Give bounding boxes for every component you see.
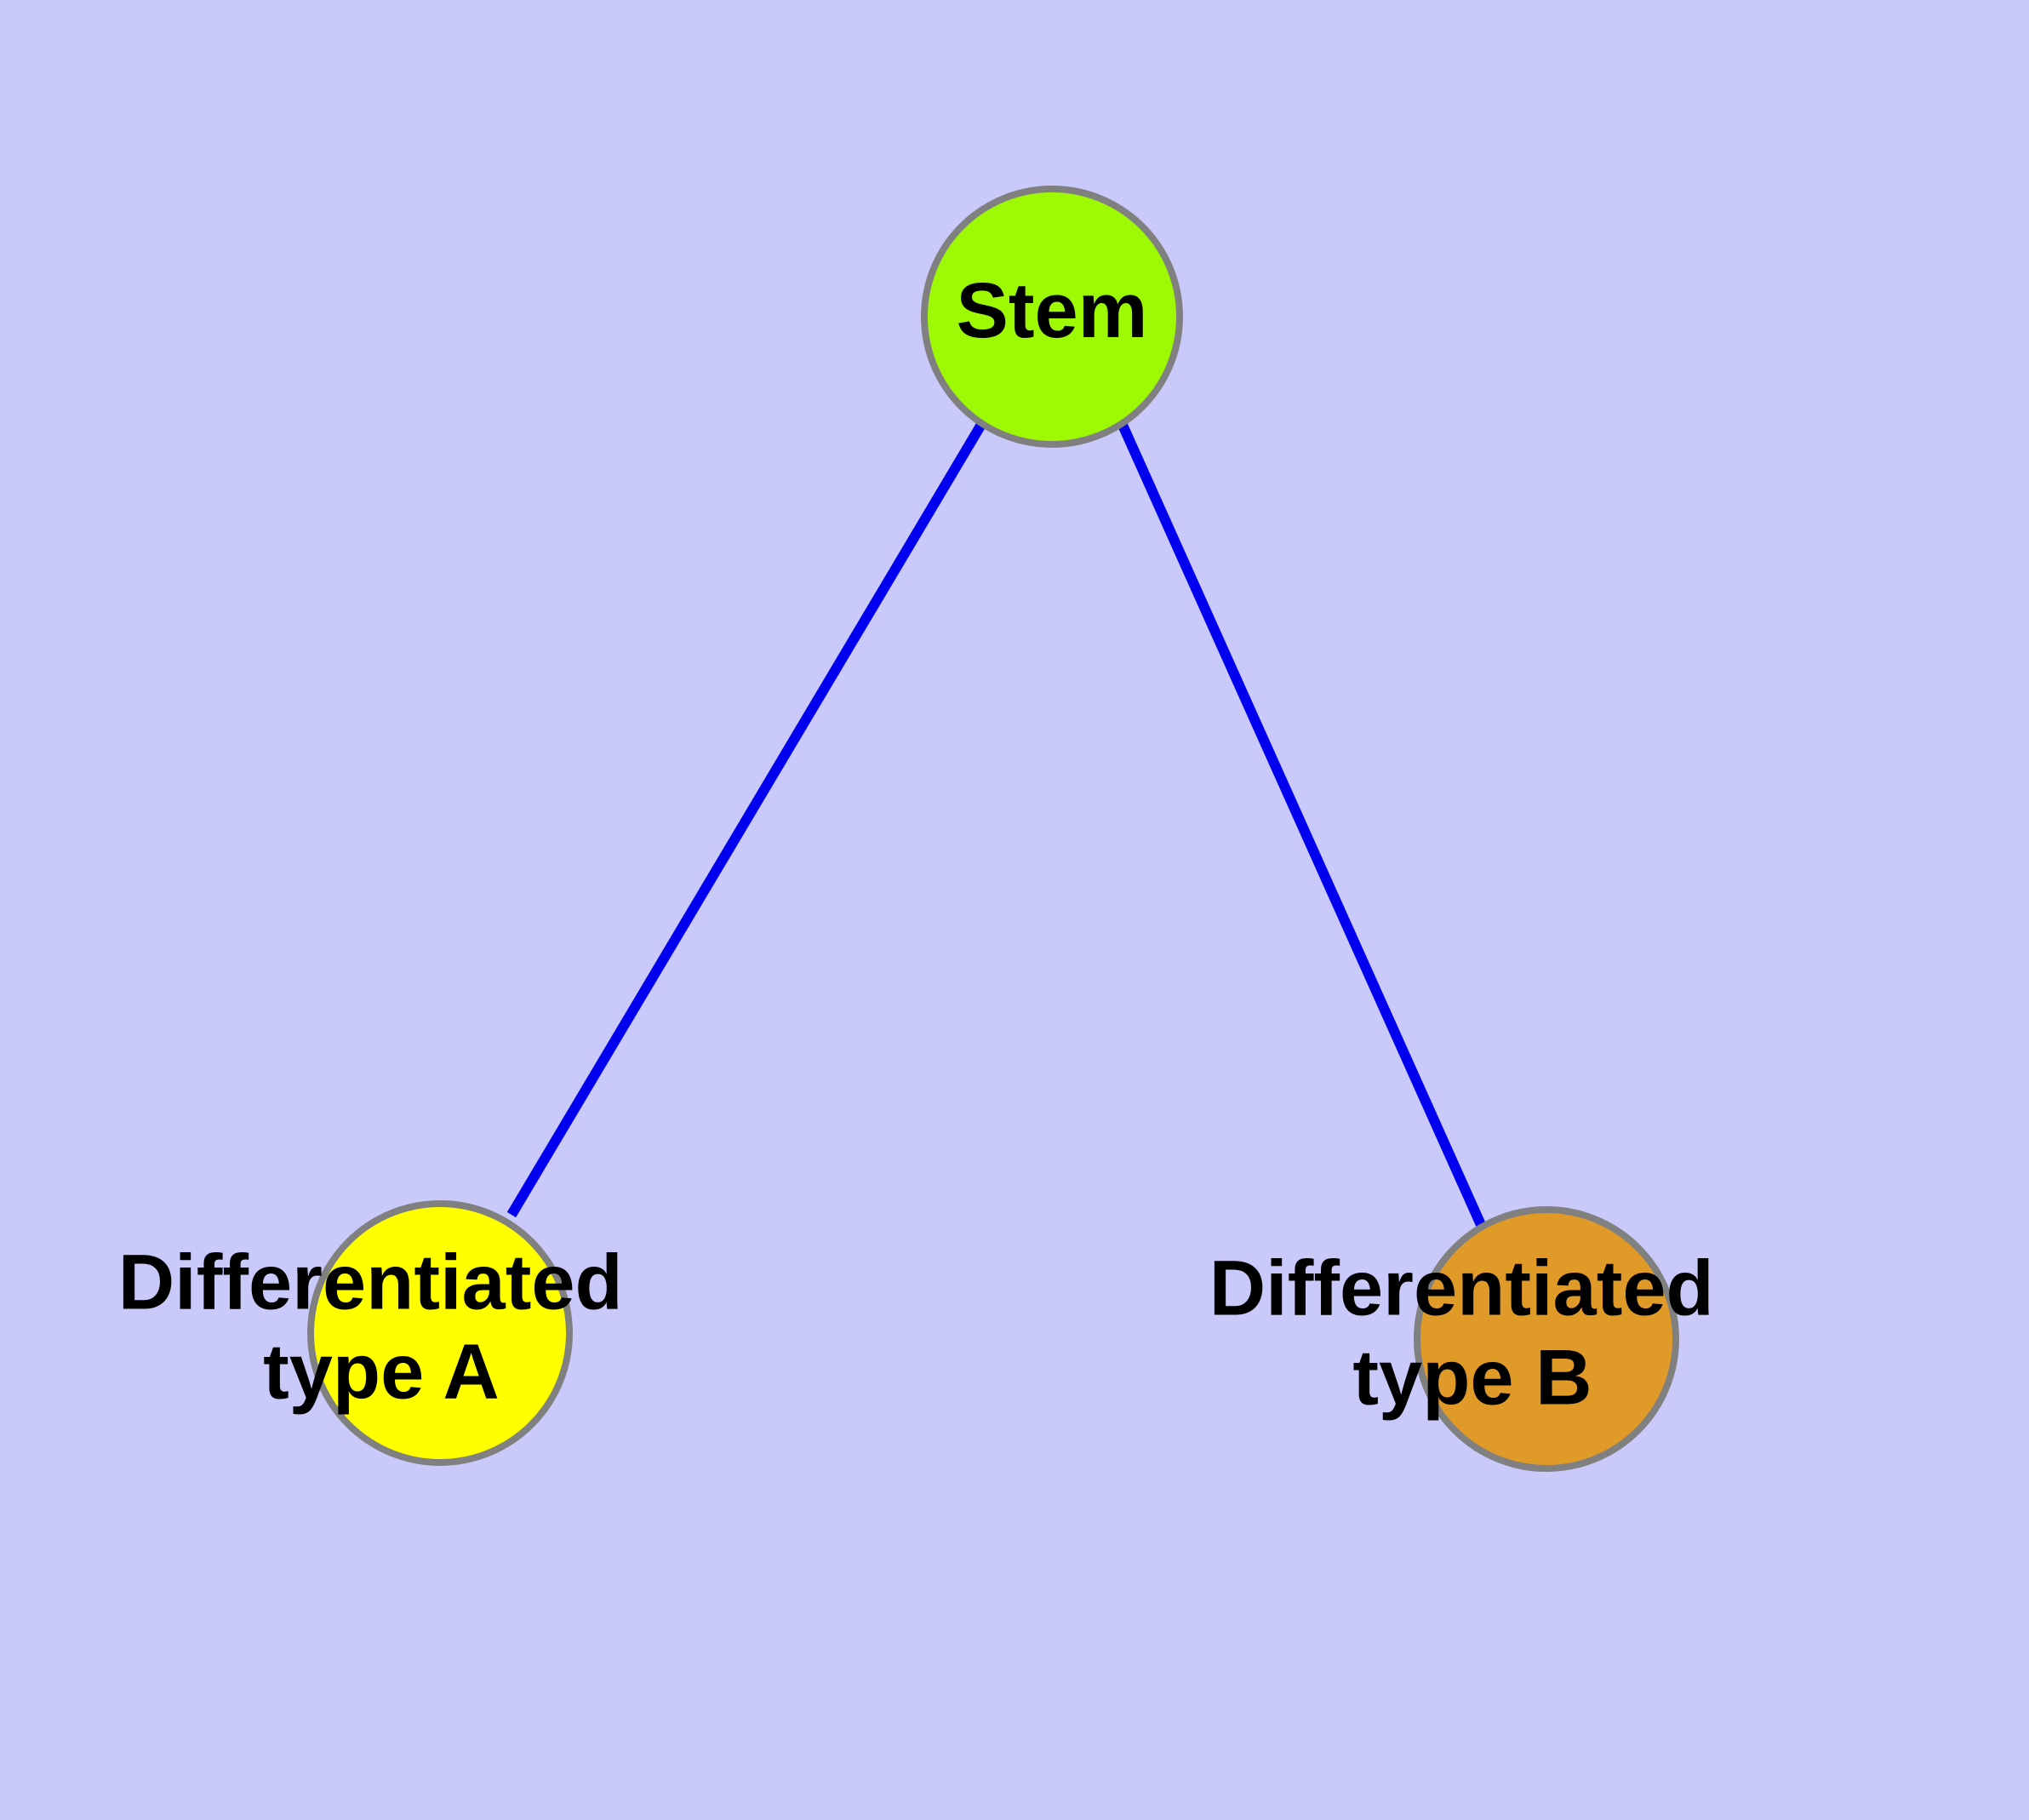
node-stem-label: Stem	[957, 267, 1148, 354]
node-stem-label-line-1: Stem	[957, 267, 1148, 354]
node-differentiated-type-b-label-line-1: Differentiated	[1209, 1245, 1714, 1332]
node-differentiated-type-b[interactable]: Differentiated type B	[1209, 1206, 1736, 1472]
node-differentiated-type-a-circle[interactable]	[307, 1200, 573, 1466]
node-differentiated-type-a[interactable]: Differentiated type A	[118, 1200, 645, 1466]
edge-stem-to-differentiated-type-b	[1117, 421, 1487, 1229]
edge-stem-to-differentiated-type-a	[506, 420, 987, 1218]
node-stem[interactable]: Stem	[921, 186, 1183, 448]
node-differentiated-type-b-label-line-2: type B	[1352, 1335, 1592, 1422]
node-differentiated-type-b-label: Differentiated type B	[1209, 1245, 1736, 1422]
node-differentiated-type-a-label: Differentiated type A	[118, 1239, 645, 1416]
node-differentiated-type-a-label-line-2: type A	[263, 1329, 500, 1416]
node-differentiated-type-b-circle[interactable]	[1414, 1206, 1679, 1472]
node-differentiated-type-a-label-line-1: Differentiated	[118, 1239, 623, 1326]
edges-layer	[506, 420, 1487, 1229]
nodes-layer: Stem Differentiated type A Differentiate…	[118, 186, 1736, 1472]
node-stem-circle[interactable]	[921, 186, 1183, 448]
